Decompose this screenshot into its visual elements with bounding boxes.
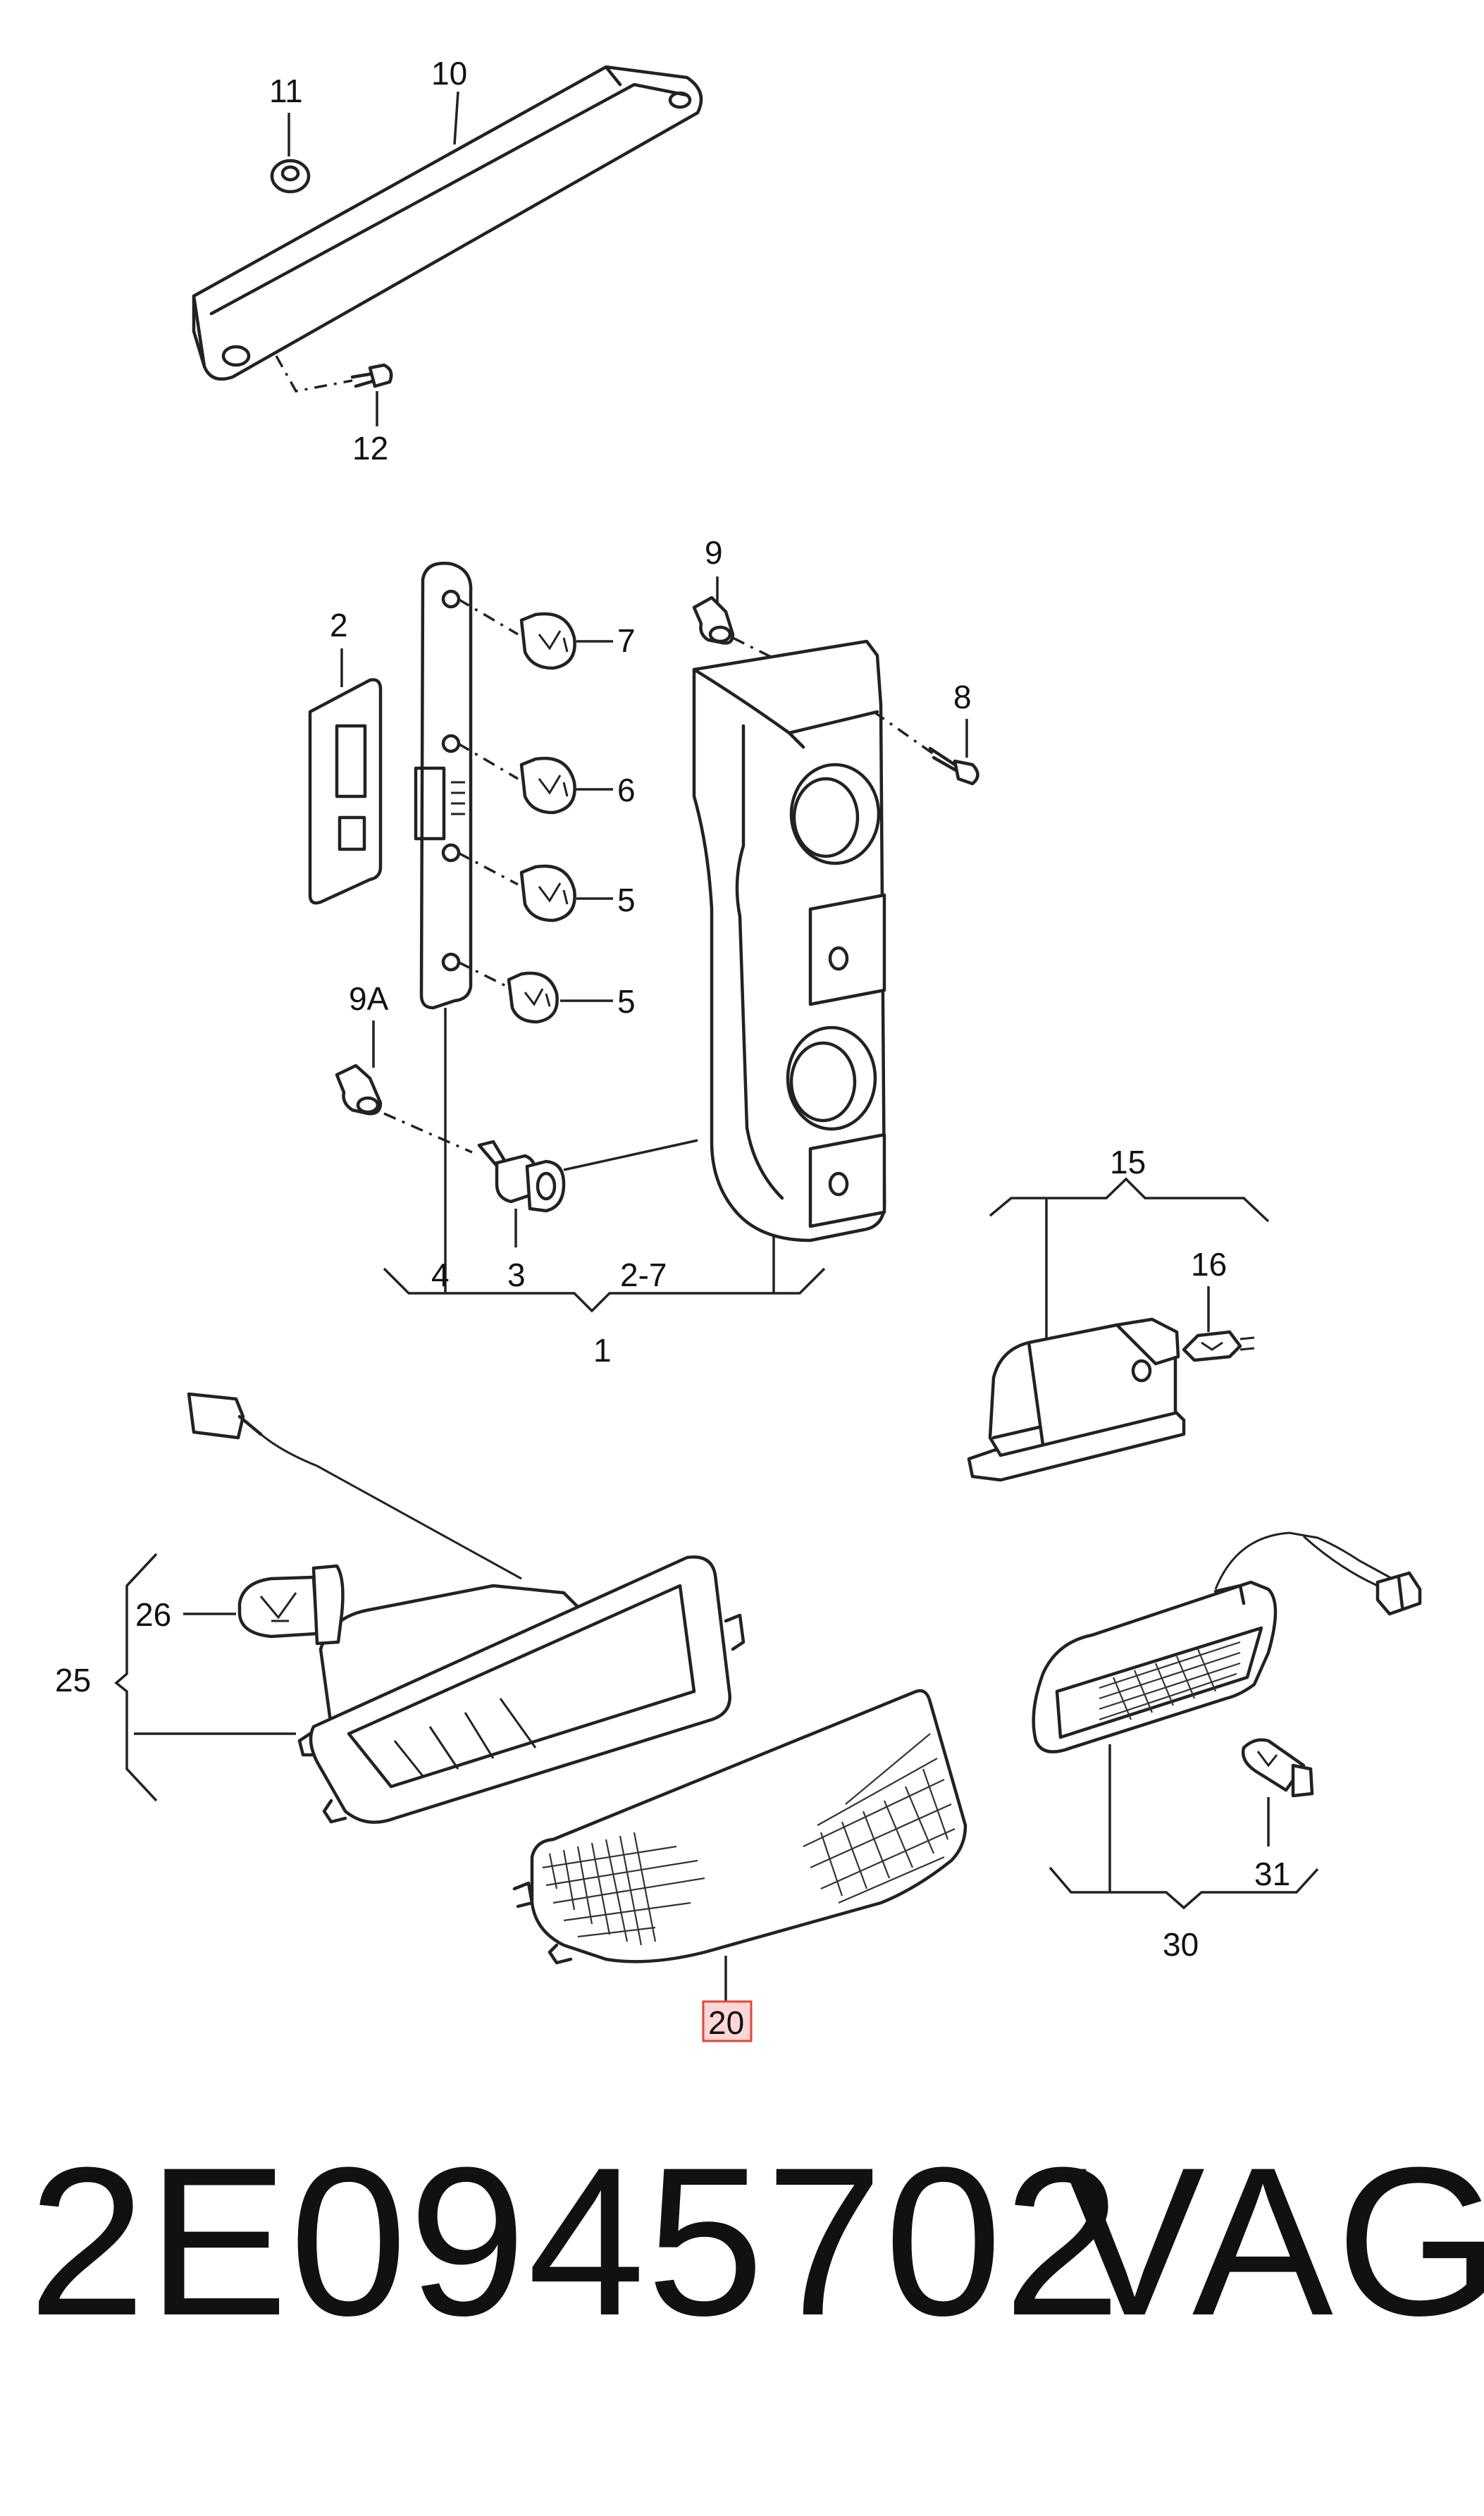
part-12-screw xyxy=(350,363,393,388)
leader-10 xyxy=(453,91,459,145)
part-16-wedge-bulb xyxy=(1182,1330,1255,1362)
callout-15: 15 xyxy=(1110,1144,1146,1180)
part-11-grommet xyxy=(270,159,311,194)
brand-label: VAG xyxy=(1064,2123,1484,2360)
dash-6 xyxy=(457,742,519,780)
dash-7 xyxy=(457,598,519,636)
part-6-bulb xyxy=(519,756,576,815)
callout-1: 1 xyxy=(593,1332,612,1369)
callout-4: 4 xyxy=(431,1257,450,1293)
callout-5a: 5 xyxy=(617,882,636,918)
callout-16: 16 xyxy=(1191,1246,1227,1283)
part-3-bulb-socket xyxy=(477,1140,566,1213)
callout-9a: 9A xyxy=(349,980,389,1017)
dash-9a xyxy=(383,1112,473,1154)
bracket-25 xyxy=(114,1553,158,1802)
dash-5a xyxy=(457,851,519,886)
callout-20-highlight-box[interactable] xyxy=(702,2000,753,2042)
part-4-bulb-carrier xyxy=(414,562,473,1010)
dash-9 xyxy=(732,636,790,667)
part-15-licence-plate-light xyxy=(967,1317,1186,1482)
part-20-fog-lamp-lens xyxy=(512,1689,967,1965)
part-7-bulb xyxy=(519,612,576,670)
part-25-fog-lamp xyxy=(187,1392,746,1824)
callout-26: 26 xyxy=(135,1596,171,1633)
callout-31: 31 xyxy=(1254,1856,1290,1892)
part-9-clip xyxy=(692,596,735,645)
part-number-label: 2E0945702 xyxy=(28,2123,1123,2360)
callout-11: 11 xyxy=(269,73,303,109)
part-9a-clip xyxy=(335,1063,383,1116)
bracket-15 xyxy=(989,1177,1270,1223)
callout-2-7: 2-7 xyxy=(620,1257,667,1293)
dash-8 xyxy=(872,710,935,756)
callout-10: 10 xyxy=(431,55,467,92)
leader-3-to-housing xyxy=(563,1139,698,1171)
callout-6: 6 xyxy=(617,772,636,808)
part-2-gasket xyxy=(308,678,383,905)
part-1-tail-lamp-housing xyxy=(692,639,886,1242)
callout-9: 9 xyxy=(705,534,723,571)
part-26-bulb xyxy=(237,1564,345,1646)
part-5-bulb-b xyxy=(507,971,559,1024)
part-31-bulb xyxy=(1241,1738,1314,1798)
part-10-third-brake-light xyxy=(192,65,703,381)
bracket-1 xyxy=(383,1267,826,1313)
bracket-30 xyxy=(1049,1866,1319,1910)
part-30-side-marker-light xyxy=(1032,1531,1422,1753)
part-8-screw xyxy=(928,746,979,786)
callout-2: 2 xyxy=(330,607,348,643)
callout-12: 12 xyxy=(352,430,388,467)
callout-7: 7 xyxy=(617,622,636,659)
callout-3: 3 xyxy=(507,1257,526,1293)
callout-5b: 5 xyxy=(617,983,636,1020)
callout-25: 25 xyxy=(55,1662,91,1698)
dash-5b xyxy=(457,961,508,988)
callout-30: 30 xyxy=(1163,1926,1199,1963)
callout-8: 8 xyxy=(953,679,972,715)
dash-path-12 xyxy=(275,355,353,393)
part-5-bulb-a xyxy=(519,864,576,923)
callout-20[interactable]: 20 xyxy=(708,2004,744,2041)
